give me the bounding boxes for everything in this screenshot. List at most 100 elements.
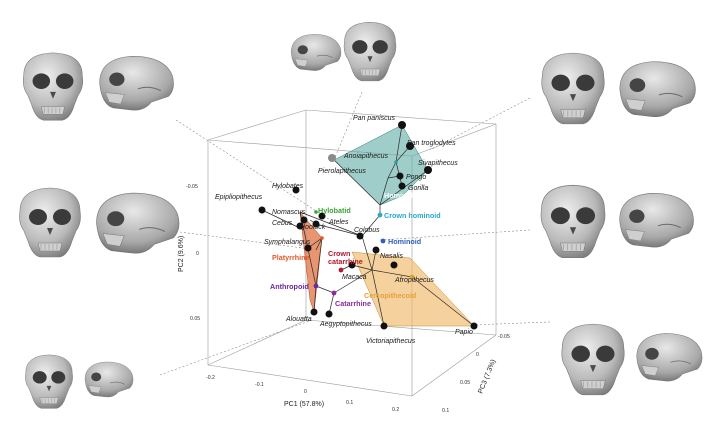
label-nasalis: Nasalis	[380, 253, 403, 260]
node-cercopithecoid	[409, 274, 415, 280]
skull-lateral-icon	[636, 332, 703, 382]
label-aegyptopithecus: Aegyptopithecus	[319, 321, 372, 328]
point-ateles	[318, 212, 326, 220]
label-afropithecus: Afropithecus	[394, 277, 434, 284]
point-alouatta	[310, 308, 318, 316]
skull-lateral-icon	[619, 61, 696, 118]
pc1-tick: -0.1	[255, 382, 264, 388]
skull-images	[18, 21, 703, 409]
node-anthropoid	[313, 283, 319, 289]
clade-label-anthropoid: Anthropoid	[270, 282, 309, 291]
label-pierolapithecus: Pierolapithecus	[318, 168, 366, 175]
pc3-tick: 0.05	[460, 380, 470, 386]
label-macaca: Macaca	[342, 274, 367, 281]
clade-label-hominoid: Hominoid	[388, 237, 421, 246]
point-sivapithecus	[424, 166, 432, 174]
taxon-labels: Pan paniscus Pan troglodytes Anoiapithec…	[215, 115, 473, 345]
skull-lateral-icon	[619, 192, 695, 248]
skull-frontal-icon	[24, 354, 74, 409]
hominid-hull	[333, 124, 429, 206]
skull-lateral-icon	[99, 55, 175, 111]
label-hoolock: Hoolock	[300, 224, 326, 231]
pc3-tick: -0.05	[498, 334, 510, 340]
skull-frontal-icon	[22, 52, 84, 121]
pc2-axis: -0.05 0 0.05 PC2 (9.6%)	[178, 184, 200, 322]
point-gorilla	[398, 182, 406, 190]
pc3-axis: -0.05 0 0.05 0.1 PC3 (7.3%)	[442, 334, 510, 414]
skull-frontal-icon	[18, 187, 82, 258]
label-pan-paniscus: Pan paniscus	[353, 115, 396, 122]
clade-label-catarrhine: Catarrhine	[335, 299, 371, 308]
clade-label-crown-catarrhine-line2: catarrhine	[328, 257, 363, 266]
skull-frontal-icon	[540, 184, 606, 259]
label-epipliopithecus: Epipliopithecus	[215, 194, 263, 201]
point-colobus	[356, 232, 364, 240]
pc1-tick: 0	[304, 389, 307, 395]
node-crown-hominoid	[377, 212, 383, 218]
label-gorilla: Gorilla	[408, 185, 428, 192]
pc1-axis: -0.2 -0.1 0 0.1 0.2 PC1 (57.8%)	[206, 375, 399, 413]
pc1-tick: 0.2	[392, 407, 399, 413]
node-hominid	[394, 160, 398, 164]
point-papio	[470, 322, 478, 330]
clade-label-cercopithecoid: Cercopithecoid	[364, 291, 416, 300]
pc1-tick: -0.2	[206, 375, 215, 381]
point-pierolapithecus	[328, 154, 336, 162]
skull-frontal-icon	[541, 52, 605, 125]
clade-label-hominid: Hominid	[384, 191, 413, 200]
label-victoriapithecus: Victoriapithecus	[366, 338, 416, 345]
skull-frontal-icon	[561, 323, 625, 396]
skull-lateral-icon	[84, 361, 134, 398]
pc1-axis-label: PC1 (57.8%)	[284, 401, 324, 408]
point-pan-troglodytes	[406, 142, 414, 150]
label-pongo: Pongo	[406, 174, 426, 181]
label-alouatta: Alouatta	[285, 316, 312, 323]
point-victoriapithecus	[380, 322, 388, 330]
label-sivapithecus: Sivapithecus	[418, 160, 458, 167]
pc2-tick: -0.05	[186, 184, 198, 190]
point-nasalis	[372, 246, 380, 254]
point-pongo	[396, 172, 404, 180]
point-afropithecus	[390, 261, 398, 269]
pc2-axis-label: PC2 (9.6%)	[178, 236, 185, 272]
point-epipliopithecus	[258, 206, 266, 214]
point-pan-paniscus	[398, 121, 406, 129]
pc1-tick: 0.1	[346, 400, 353, 406]
node-hominoid	[380, 238, 386, 244]
skull-lateral-icon	[95, 192, 180, 254]
point-nomascus	[300, 216, 308, 224]
clade-label-platyrrhine: Platyrrhine	[272, 253, 310, 262]
node-catarrhine	[331, 290, 337, 296]
skull-leader-lines	[159, 91, 551, 376]
label-ateles: Ateles	[328, 219, 349, 226]
node-hylobatid	[314, 210, 318, 214]
pc2-tick: 0.05	[190, 316, 200, 322]
pc3-axis-label: PC3 (7.3%)	[477, 359, 497, 395]
label-cebus: Cebus	[272, 220, 293, 227]
clade-label-hylobatid: Hylobatid	[318, 206, 351, 215]
phylogeny-edges	[261, 124, 475, 327]
node-platyrrhine	[320, 236, 324, 240]
pc3-tick: 0	[476, 352, 479, 358]
taxon-points	[258, 121, 478, 330]
point-macaca	[348, 261, 356, 269]
node-crown-catarrhine	[338, 267, 344, 273]
label-colobus: Colobus	[354, 227, 380, 234]
clade-labels: Hominid Hylobatid Crown hominoid Hominoi…	[270, 191, 441, 308]
clade-label-crown-catarrhine-line1: Crown	[328, 249, 350, 258]
point-cebus	[296, 222, 304, 230]
label-papio: Papio	[455, 329, 473, 336]
pc3-tick: 0.1	[442, 408, 449, 414]
skull-lateral-icon	[290, 33, 342, 72]
clade-label-crown-hominoid: Crown hominoid	[384, 211, 441, 220]
point-aegyptopithecus	[325, 310, 333, 318]
point-symphalangus	[304, 244, 312, 252]
label-hylobates: Hylobates	[272, 183, 304, 190]
skull-frontal-icon	[343, 21, 397, 82]
label-symphalangus: Symphalangus	[264, 239, 311, 246]
point-hylobates	[292, 186, 300, 194]
label-anoiapithecus: Anoiapithecus	[343, 153, 388, 160]
pc2-tick: 0	[196, 251, 199, 257]
label-pan-troglodytes: Pan troglodytes	[407, 140, 456, 147]
